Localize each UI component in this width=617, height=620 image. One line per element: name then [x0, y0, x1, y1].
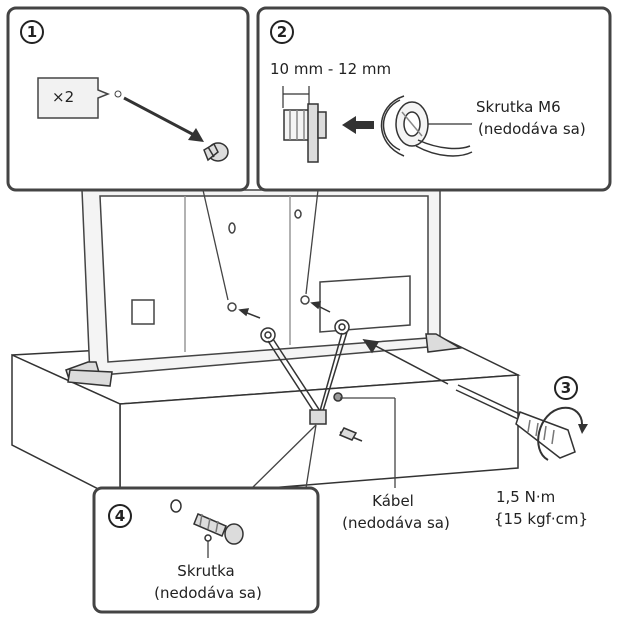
arrow-left-icon — [342, 116, 374, 134]
cable-note: (nedodáva sa) — [342, 514, 450, 532]
tv-panel-box — [319, 275, 411, 333]
screwdriver-shaft — [455, 389, 521, 421]
screwdriver — [362, 339, 588, 461]
cable-assembly — [238, 301, 363, 442]
cable-label: Kábel — [372, 492, 414, 510]
eye-bolt-icon — [380, 95, 473, 157]
screw-m6-label: Skrutka M6 — [476, 98, 561, 116]
quantity-label: ×2 — [52, 88, 75, 106]
bracket-hole-left — [227, 302, 237, 312]
tv-hole — [228, 222, 236, 234]
step-number-4: 4 — [108, 504, 132, 528]
table-anchor — [309, 409, 327, 425]
step-number-1: 1 — [20, 20, 44, 44]
tv-back — [81, 189, 441, 377]
leader-lines — [202, 189, 396, 489]
torque-nm-label: 1,5 N·m — [496, 488, 556, 506]
screw-m6-note: (nedodáva sa) — [478, 120, 586, 138]
screw-icon — [203, 142, 229, 162]
step-number-2: 2 — [270, 20, 294, 44]
screw-label: Skrutka — [177, 562, 235, 580]
screwdriver-handle — [515, 411, 576, 459]
insert-arrow — [371, 343, 449, 385]
callout-box-2 — [256, 6, 612, 192]
callout-box-1 — [6, 6, 250, 192]
quantity-tag — [37, 77, 111, 119]
screw-washer-icon — [170, 499, 244, 545]
cable-marker — [333, 392, 343, 402]
tv-port — [131, 299, 155, 325]
screw-note: (nedodáva sa) — [154, 584, 262, 602]
torque-kgf-label: {15 kgf·cm} — [494, 510, 589, 528]
callout-box-4 — [92, 486, 320, 614]
stand-foot-left-base — [67, 369, 113, 387]
dimension-label: 10 mm - 12 mm — [270, 60, 392, 78]
step-number-3: 3 — [554, 376, 578, 400]
stand-foot-right — [425, 333, 463, 353]
bracket-hole-right — [300, 295, 310, 305]
stand-feet — [65, 333, 463, 387]
rotation-arrow — [537, 406, 583, 461]
bolt-side-view — [283, 103, 327, 163]
tv-hole — [294, 209, 302, 219]
